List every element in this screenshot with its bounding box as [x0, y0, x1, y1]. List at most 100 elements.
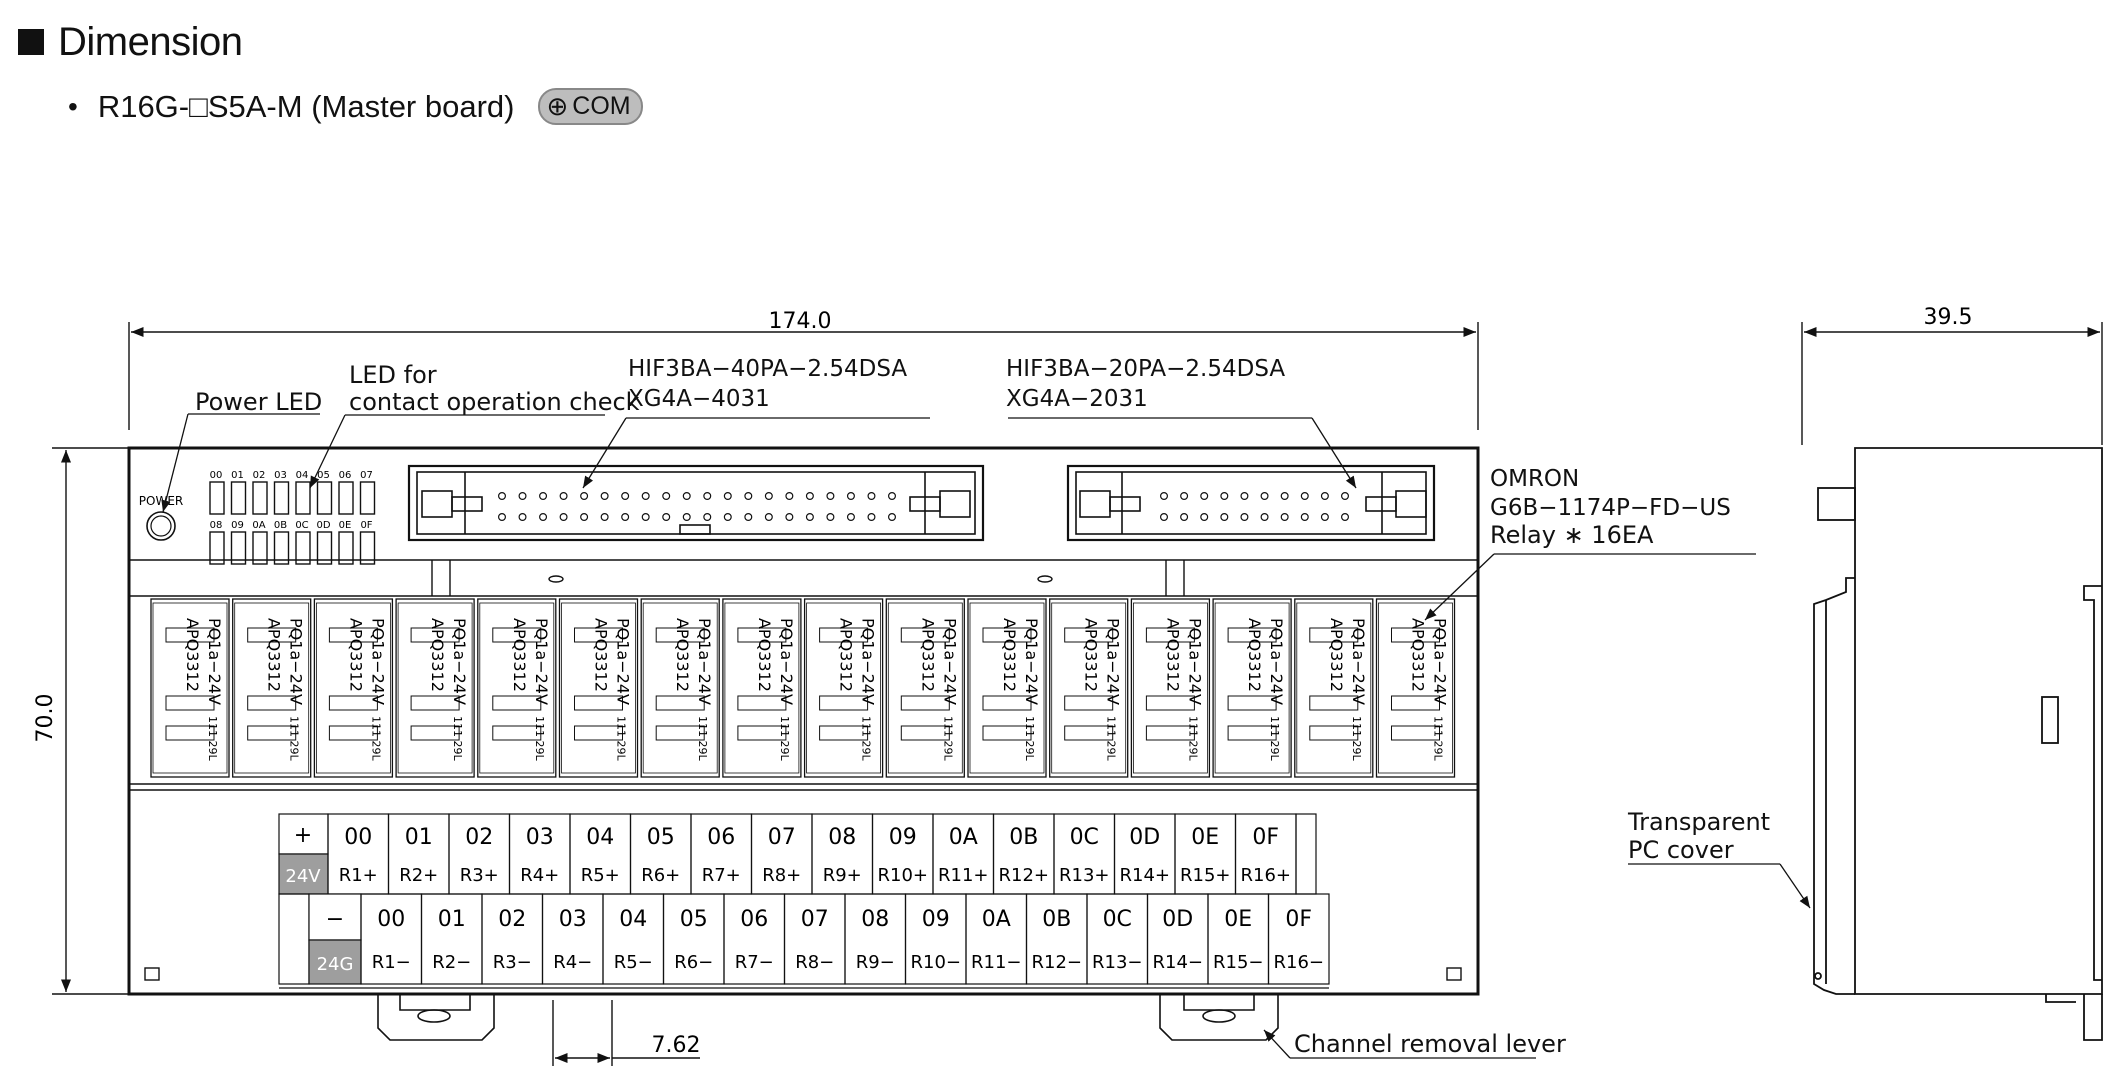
connector-20pin [1066, 464, 1436, 542]
com-badge-label: COM [572, 92, 631, 120]
connector-pin [498, 512, 507, 521]
led-indicator [230, 481, 247, 515]
terminal-channel-label: 0A [949, 825, 978, 850]
relay-slot [737, 695, 787, 711]
relay-model-text: PQ1a−24V [287, 618, 306, 705]
terminal-pos-label: R2+ [399, 865, 438, 886]
relay-part-text: APQ3312 [510, 618, 529, 692]
led-check-callout-1: LED for [349, 361, 437, 389]
connector-pin [867, 512, 876, 521]
relay-part-text: APQ3312 [755, 618, 774, 692]
terminal-pos-label: R11+ [938, 865, 989, 886]
connector-pin [662, 512, 671, 521]
terminal-pos-label: R9+ [823, 865, 862, 886]
relay-part-text: APQ3312 [1163, 618, 1182, 692]
terminal-neg-label: R15− [1213, 952, 1264, 973]
depth-value: 39.5 [1924, 305, 1973, 330]
connector-pin [498, 492, 507, 501]
terminal-channel-label: 04 [586, 825, 614, 850]
connector-pin [518, 492, 527, 501]
connector-pin [662, 492, 671, 501]
relay-slot [982, 725, 1032, 741]
terminal-channel-label: 0E [1191, 825, 1219, 850]
led-indicator [273, 531, 290, 565]
connector-pin [1340, 492, 1349, 501]
relay-cover [887, 602, 963, 774]
relay-slot [165, 695, 215, 711]
connector-pin [723, 492, 732, 501]
relay-cover [642, 602, 718, 774]
terminal-neg-label: R13− [1092, 952, 1143, 973]
connector-pin [539, 512, 548, 521]
led-indicator [209, 481, 225, 515]
cover-callout-2: PC cover [1628, 836, 1734, 864]
led-indicator [273, 481, 290, 515]
terminal-channel-label: 0D [1129, 825, 1160, 850]
terminal-pos-label: R14+ [1120, 865, 1171, 886]
terminal-pos-label: R4+ [520, 865, 559, 886]
relay-model-text: PQ1a−24V [940, 618, 959, 705]
connector-pin [887, 512, 896, 521]
width-dimension [128, 322, 1479, 430]
depth-dimension [1801, 322, 2103, 445]
connector-40pin [407, 464, 985, 542]
connector-pin [621, 492, 630, 501]
relay-body [1130, 598, 1211, 778]
power-led-callout: Power LED [195, 388, 322, 416]
relay-cover [479, 602, 555, 774]
relay-slot [1064, 627, 1114, 643]
relay-slot [1064, 695, 1114, 711]
relay-code-text: 111 29L [533, 716, 546, 761]
connector-pin [682, 492, 691, 501]
terminal-pos-label: R3+ [460, 865, 499, 886]
relay-model-text: PQ1a−24V [859, 618, 878, 705]
relay-body [150, 598, 230, 778]
relay-cover [1214, 602, 1290, 774]
terminal-channel-label: 04 [619, 907, 647, 932]
relay-model-text: PQ1a−24V [368, 618, 387, 705]
relay-body [477, 598, 557, 778]
led-label: 0F [360, 520, 372, 531]
connector-pin [744, 512, 753, 521]
connector-pin [1320, 492, 1329, 501]
relay-code-text: 111 29L [206, 716, 219, 761]
relay-slot [655, 725, 705, 741]
terminal-neg-label: R8− [795, 952, 834, 973]
terminal-neg-label: R7− [735, 952, 774, 973]
led-indicator [359, 481, 376, 515]
led-label: 0C [295, 520, 308, 531]
width-value: 174.0 [769, 309, 832, 334]
model-line: • R16G-□S5A-M (Master board) ⊕ COM [68, 88, 643, 125]
section-header: Dimension [18, 14, 243, 70]
led-indicator [338, 531, 354, 565]
relay-slot [982, 627, 1032, 643]
relay-body [1375, 598, 1456, 778]
terminal-pos-label: R8+ [762, 865, 801, 886]
com-badge: ⊕ COM [538, 88, 643, 125]
relay-part-text: APQ3312 [183, 618, 202, 692]
relay-slot [819, 695, 869, 711]
relay-slot [574, 725, 623, 741]
led-label: 0E [339, 520, 352, 531]
relay-cover [1378, 602, 1453, 774]
terminal-neg-label: R4− [553, 952, 592, 973]
connector-pin [1180, 492, 1189, 501]
terminal-pos-label: R16+ [1241, 865, 1292, 886]
relay-part-text: APQ3312 [592, 618, 611, 692]
led-indicator [359, 531, 376, 565]
relay-slot [1309, 695, 1359, 711]
conn40-callout-2: XG4A−4031 [628, 386, 770, 412]
terminal-neg-label: R1− [372, 952, 411, 973]
connector-pin [805, 492, 814, 501]
relay-body [1049, 598, 1129, 778]
lever-callout: Channel removal lever [1294, 1030, 1566, 1058]
connector-pin [1300, 512, 1309, 521]
connector-pin [703, 492, 712, 501]
relay-slot [982, 695, 1032, 711]
connector-pin [1240, 492, 1249, 501]
connector-pin [1240, 512, 1249, 521]
terminal-channel-label: 09 [889, 825, 917, 850]
relay-slot [1309, 627, 1359, 643]
terminal-plus-cell [278, 813, 329, 855]
